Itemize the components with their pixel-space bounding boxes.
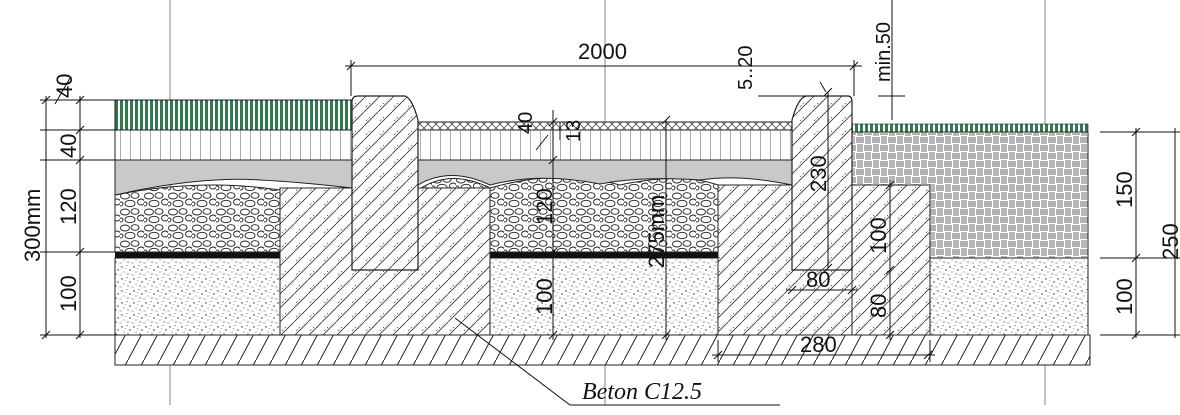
sand-base-layer: [114, 257, 1089, 336]
grass-strip-right: [851, 123, 1089, 133]
dim-right-150: 150: [1112, 171, 1137, 208]
dim-13: 13: [563, 120, 585, 142]
dimension-lines: [40, 0, 1180, 406]
kerbstone-left: [351, 95, 419, 271]
dim-kerb-230: 230: [806, 155, 831, 192]
dim-width-2000: 2000: [578, 39, 627, 64]
dim-left-40-mid: 40: [56, 134, 81, 158]
gravel-layer: [114, 176, 719, 253]
dim-280: 280: [800, 332, 837, 357]
dim-inner-40: 40: [515, 112, 537, 134]
dim-right-100b: 100: [1112, 278, 1137, 315]
dim-min-50: min.50: [873, 22, 895, 82]
concrete-haunch-right: [851, 184, 931, 336]
dim-left-100: 100: [56, 275, 81, 312]
dimension-labels: 40 40 120 100 300mm 2000 5..20 min.50 40…: [20, 22, 1180, 405]
dim-kerb-80: 80: [806, 267, 830, 292]
dim-left-40-top: 40: [52, 74, 77, 98]
bedding-layer: [114, 159, 793, 196]
dim-275mm: 275mm: [644, 195, 669, 268]
subgrade-ground: [114, 334, 1091, 366]
dim-center-100: 100: [532, 278, 557, 315]
geotextile-layer: [115, 252, 718, 258]
dim-left-total: 300mm: [20, 189, 45, 262]
concrete-note: Beton C12.5: [582, 379, 702, 405]
dim-right-100: 100: [866, 217, 891, 254]
dim-right-80: 80: [866, 294, 891, 318]
dim-right-250: 250: [1158, 223, 1180, 260]
grass-surface: [114, 99, 353, 131]
dim-left-120: 120: [56, 188, 81, 225]
kerbstone-right: [791, 95, 853, 271]
dim-center-120: 120: [532, 188, 557, 225]
wearing-layer: [417, 121, 793, 131]
paving-blocks: [114, 129, 793, 161]
dim-range-5-20: 5..20: [735, 46, 757, 90]
